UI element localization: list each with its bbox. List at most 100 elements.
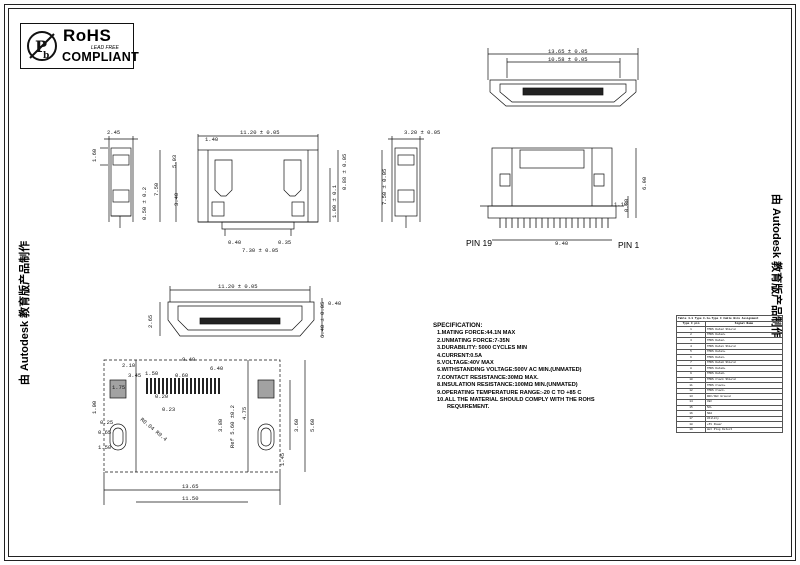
signal-name: +5V Power <box>705 421 783 428</box>
rohs-badge: P b RoHS LEAD FREE COMPLIANT <box>20 23 139 69</box>
spec-item: 8.INSULATION RESISTANCE:100MΩ MIN.(UNMAT… <box>437 382 578 389</box>
dim-pcb-145: 1.45 <box>279 453 286 466</box>
rohs-sub: LEAD FREE <box>91 45 119 51</box>
dim-side2-320: 3.20 ± 0.05 <box>404 129 440 136</box>
view-top-opening: 13.65 ± 0.05 10.58 ± 0.05 <box>487 48 639 107</box>
specification-block: SPECIFICATION: 1.MATING FORCE:44.1N MAX … <box>433 322 595 412</box>
spec-item: 6.WITHSTANDING VOLTAGE:500V AC MIN.(UNMA… <box>437 367 582 374</box>
dim-front-503: 5.03 <box>171 155 178 168</box>
table-row: 18+5V Power <box>676 421 783 428</box>
dim-pcb-1150: 11.50 <box>182 495 199 502</box>
dim-front-w: 11.20 ± 0.05 <box>240 129 280 136</box>
dim-front-035: 0.35 <box>278 239 291 246</box>
dim-pcb-025: 0.25 <box>100 419 113 426</box>
pin-1-label: PIN 1 <box>618 240 640 250</box>
dim-bot-640: 6.40 ± 0.05 <box>319 302 326 338</box>
signal-name: TMDS Data1- <box>705 354 783 361</box>
outer-border <box>4 4 796 561</box>
signal-name: TMDS Data0 Shield <box>705 359 783 367</box>
signal-name: Hot Plug Detect <box>705 426 783 434</box>
spec-item: 1.MATING FORCE:44.1N MAX <box>437 330 516 337</box>
dim-front-100: 1.00 ± 0.1 <box>331 184 338 218</box>
dim-pcb-020: 0.20 <box>155 393 168 400</box>
signal-name: TMDS Data1+ <box>705 348 783 356</box>
spec-item: 3.DURABILITY: 5000 CYCLES MIN <box>437 345 528 352</box>
view-back: 9.40 6.90 1.18 0.30 <box>480 147 648 247</box>
dim-back-940: 9.40 <box>555 240 568 247</box>
lead-free-icon: P b <box>27 31 57 61</box>
pin-assignment-table: Table 4-3 Type C-to-Type C Cable Wire As… <box>676 315 783 434</box>
spec-item: REQUIREMENT. <box>447 404 490 411</box>
spec-item: 4.CURRENT:0.5A <box>437 352 483 359</box>
dim-pcb-r: R0.04 R0.4 <box>139 416 169 443</box>
signal-name: SCL <box>705 404 783 412</box>
dim-front-750: 7.50 <box>153 183 160 196</box>
pin-number: 19 <box>676 426 706 434</box>
dim-front-040: 0.40 <box>228 239 241 246</box>
dim-pcb-360: 3.60 <box>293 419 300 432</box>
dim-pcb-640: 6.40 <box>210 365 223 372</box>
dim-pcb-940: 9.40 <box>182 356 195 363</box>
signal-name: SDA <box>705 410 783 417</box>
spec-heading: SPECIFICATION: <box>433 322 483 329</box>
dim-pcb-060: 0.60 <box>175 372 188 379</box>
dim-back-690: 6.90 <box>641 177 648 190</box>
pin-19-label: PIN 19 <box>466 238 492 248</box>
spec-item: 7.CONTACT RESISTANCE:30MΩ MAX. <box>437 374 539 381</box>
dim-pcb-023: 0.23 <box>162 406 175 413</box>
spec-item: 2.UNMATING FORCE:7-35N <box>437 337 510 344</box>
signal-name: TMDS Data2+ <box>705 331 783 339</box>
dim-bot-w: 11.20 ± 0.05 <box>218 283 258 290</box>
rohs-title: RoHS <box>63 26 112 45</box>
dim-left-160: 1.60 <box>91 149 98 162</box>
signal-name: TMDS Data2 Shield <box>705 326 783 333</box>
dim-pcb-380: 3.80 <box>217 419 224 432</box>
dim-pcb-210: 2.10 <box>122 362 135 369</box>
signal-name: TMDS Data0- <box>705 370 783 378</box>
dim-top-w1: 13.65 ± 0.05 <box>548 48 588 55</box>
dim-side2-750: 7.50 ± 0.05 <box>381 169 388 205</box>
signal-name: TMDS Data2- <box>705 337 783 344</box>
dim-front-340: 3.40 <box>173 193 180 206</box>
dim-front-140: 1.40 <box>205 136 218 143</box>
view-bottom: 11.20 ± 0.05 2.65 0.40 6.40 ± 0.05 <box>147 283 341 338</box>
rohs-compliant: COMPLIANT <box>62 50 139 64</box>
dim-pcb-150b: 1.50 <box>98 444 111 451</box>
spec-item: 5.VOLTAGE:40V MAX <box>437 360 494 367</box>
dim-pcb-100: 1.00 <box>91 401 98 414</box>
svg-text:b: b <box>43 51 49 61</box>
signal-name: TMDS Clock- <box>705 387 783 395</box>
dim-bot-265: 2.65 <box>147 315 154 328</box>
dim-pcb-475: 4.75 <box>241 407 248 420</box>
view-right-side: 3.20 ± 0.05 7.50 ± 0.05 <box>381 129 440 228</box>
dim-front-088: 0.88 ± 0.05 <box>341 154 348 190</box>
dim-pcb-345: 3.45 <box>128 372 141 379</box>
table-caption: Table 4-3 Type C-to-Type C Cable Wire As… <box>676 315 783 322</box>
dim-pcb-175: 1.75 <box>112 384 125 391</box>
dim-pcb-560: 5.60 <box>309 419 316 432</box>
dim-back-118: 1.18 <box>614 201 627 208</box>
dim-top-w2: 10.58 ± 0.05 <box>548 56 588 63</box>
view-front: 11.20 ± 0.05 1.40 5.03 3.40 7.50 0.50 ± … <box>141 129 348 254</box>
dim-pcb-150: 1.50 <box>145 370 158 377</box>
dim-pcb-1365: 13.65 <box>182 483 199 490</box>
dim-bot-040: 0.40 <box>328 300 341 307</box>
dim-front-500: 0.50 ± 0.2 <box>141 187 148 220</box>
dim-back-030: 0.30 <box>623 199 630 212</box>
